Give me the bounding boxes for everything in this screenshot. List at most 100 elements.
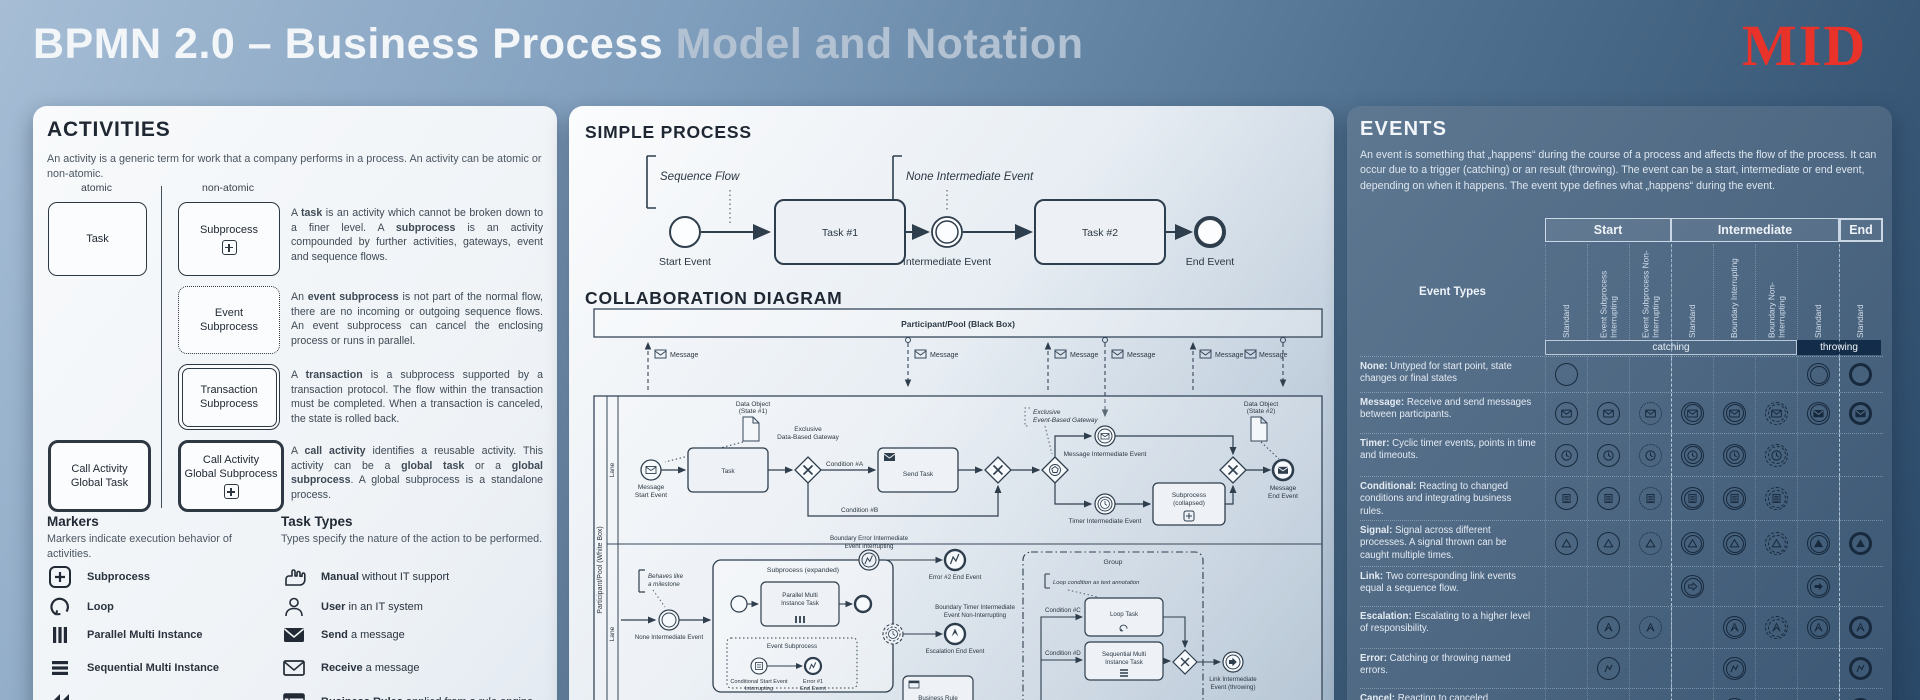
loop-icon: [50, 597, 69, 616]
event-cell: [1713, 434, 1755, 476]
event-cell: [1797, 607, 1839, 648]
boundary-timer-label2: Event Non-Interrupting: [944, 612, 1007, 619]
business-rules-icon: [283, 693, 305, 700]
task-types-subtitle: Types specify the nature of the action t…: [281, 533, 543, 545]
error2-end-event-icon: [943, 548, 967, 572]
column-header-label: Event Subprocess Non-Interrupting: [1639, 250, 1660, 338]
event-cell: [1713, 567, 1755, 606]
collapsed-subprocess-label: Subprocess: [1172, 492, 1207, 499]
event-based-gateway-label: Exclusive: [1033, 409, 1061, 416]
group-header-start: Start: [1545, 218, 1671, 242]
event-cell: [1797, 521, 1839, 566]
message-label: Message: [1215, 352, 1244, 359]
call-activity-description: A call activity identifies a reusable ac…: [291, 445, 543, 501]
message-start-label2: Start Event: [635, 492, 667, 499]
escalation-event-icon: [1765, 616, 1788, 639]
message-end-event-icon: [1271, 458, 1295, 482]
event-row-description: Link: Two corresponding link events equa…: [1360, 571, 1516, 595]
black-box-pool: Participant/Pool (Black Box): [593, 308, 1323, 338]
signal-event-icon: [1765, 532, 1788, 555]
event-cell: [1629, 393, 1671, 433]
event-row-description: None: Untyped for start point, state cha…: [1360, 361, 1512, 385]
boundary-timer-label: Boundary Timer Intermediate: [935, 604, 1015, 611]
message-flows: Message Message Message Message Message …: [644, 337, 1288, 418]
non-atomic-label: non-atomic: [202, 182, 254, 194]
group-header-intermediate: Intermediate: [1671, 218, 1839, 242]
atomic-label: atomic: [81, 182, 112, 194]
task-type-item: Manual without IT support: [281, 562, 449, 592]
message-label: Message: [1070, 352, 1099, 359]
data-object-1-label: Data Object: [736, 401, 771, 408]
exclusive-data-gateway-label: Exclusive: [794, 426, 822, 433]
subprocess-shape-label: Subprocess: [199, 223, 259, 236]
lane1-label: Lane: [609, 462, 616, 477]
event-subprocess-label: Event Subprocess: [767, 643, 817, 650]
event-cell: [1755, 567, 1797, 606]
escalation-event-icon: [1849, 616, 1872, 639]
event-cell: [1629, 649, 1671, 688]
none-event-icon: [1849, 363, 1872, 386]
call-activity-task-label: Call Activity: [71, 462, 128, 475]
business-rule-task-shape: Business Rule: [902, 675, 974, 700]
activities-panel: ACTIVITIES An activity is a generic term…: [33, 106, 557, 700]
task-type-label: Send a message: [321, 629, 405, 641]
event-subprocess-shape: Event Subprocess Conditional Start Event…: [726, 637, 858, 692]
milestone-label2: a milestone: [648, 581, 680, 588]
event-subprocess-label2: Subprocess: [199, 321, 259, 333]
signal-event-icon: [1639, 532, 1662, 555]
call-activity-task-label2: Global Task: [70, 477, 129, 489]
event-cell: [1545, 357, 1587, 392]
event-row-description: Timer: Cyclic timer events, points in ti…: [1360, 438, 1536, 462]
event-row-description: Escalation: Escalating to a higher level…: [1360, 611, 1531, 635]
sequence-flow-callout: Sequence Flow: [646, 155, 740, 224]
message-label: Message: [1259, 352, 1288, 359]
event-cell: [1671, 521, 1713, 566]
task-type-label: Receive a message: [321, 662, 420, 674]
lane1-flow: Data Object (State #1) Message Start Eve…: [635, 401, 1298, 526]
message-event-icon: [1555, 401, 1578, 425]
event-row: Timer: Cyclic timer events, points in ti…: [1360, 433, 1883, 476]
event-row: Link: Two corresponding link events equa…: [1360, 566, 1883, 606]
boundary-error-event-icon: [858, 549, 880, 571]
event-row-description: Message: Receive and send messages betwe…: [1360, 397, 1532, 421]
signal-event-icon: [1723, 532, 1746, 555]
column-header: Standard: [1671, 244, 1713, 340]
events-intro: An event is something that „happens“ dur…: [1360, 149, 1877, 192]
business-rule-label: Business Rule: [918, 695, 958, 700]
signal-event-icon: [1849, 532, 1872, 555]
event-cell: [1755, 521, 1797, 566]
event-cell: [1797, 434, 1839, 476]
none-intermediate-event-icon: [658, 609, 680, 631]
link-event-icon: [1681, 575, 1704, 598]
parallel-multi-instance-icon: [53, 627, 67, 643]
task-type-item: Send a message: [281, 620, 405, 650]
event-cell: [1755, 434, 1797, 476]
sequential-mi-task-label2: Instance Task: [1105, 659, 1144, 666]
event-cell: [1839, 393, 1881, 433]
call-activity-subprocess-shape: Call Activity Global Subprocess: [178, 440, 284, 512]
simple-process-title: SIMPLE PROCESS: [585, 122, 752, 142]
events-rows: None: Untyped for start point, state cha…: [1360, 356, 1883, 700]
condition-d-label: Condition #D: [1045, 650, 1081, 657]
timer-intermediate-event-icon: [1094, 493, 1116, 515]
transaction-shape: Transaction Subprocess: [178, 364, 280, 430]
link-event-icon: [1807, 575, 1830, 598]
none-event-icon: [1555, 363, 1578, 386]
message-label: Message: [1127, 352, 1156, 359]
sub-start-event-icon: [730, 595, 748, 613]
event-cell: [1545, 477, 1587, 520]
condition-b-label: Condition #B: [841, 507, 878, 514]
message-event-icon: [1849, 401, 1872, 425]
event-row: None: Untyped for start point, state cha…: [1360, 356, 1883, 392]
milestone-callout: Behaves like a milestone: [638, 569, 684, 608]
escalation-end-label: Escalation End Event: [926, 648, 985, 655]
task-type-item: User in an IT system: [281, 592, 423, 622]
column-header: Standard: [1797, 244, 1839, 340]
escalation-event-icon: [1723, 616, 1746, 639]
event-cell: [1797, 567, 1839, 606]
data-object-1-label2: (State #1): [739, 408, 768, 415]
event-row: Escalation: Escalating to a higher level…: [1360, 606, 1883, 648]
event-cell: [1797, 357, 1839, 392]
event-cell: [1671, 689, 1713, 700]
